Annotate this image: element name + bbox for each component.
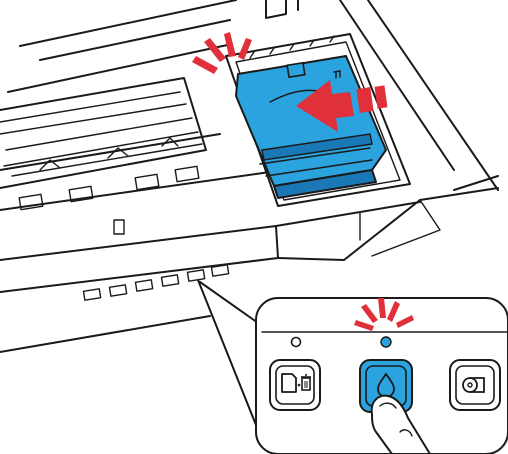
paper-tray: [0, 78, 206, 234]
led-left: [292, 338, 301, 347]
paper-cancel-button[interactable]: [270, 360, 320, 410]
front-vents: [83, 265, 228, 300]
maintenance-box-icon: [236, 56, 386, 198]
roll-paper-button[interactable]: [450, 360, 500, 410]
flash-indicator-icon: [192, 32, 252, 74]
led-middle: [381, 337, 391, 347]
